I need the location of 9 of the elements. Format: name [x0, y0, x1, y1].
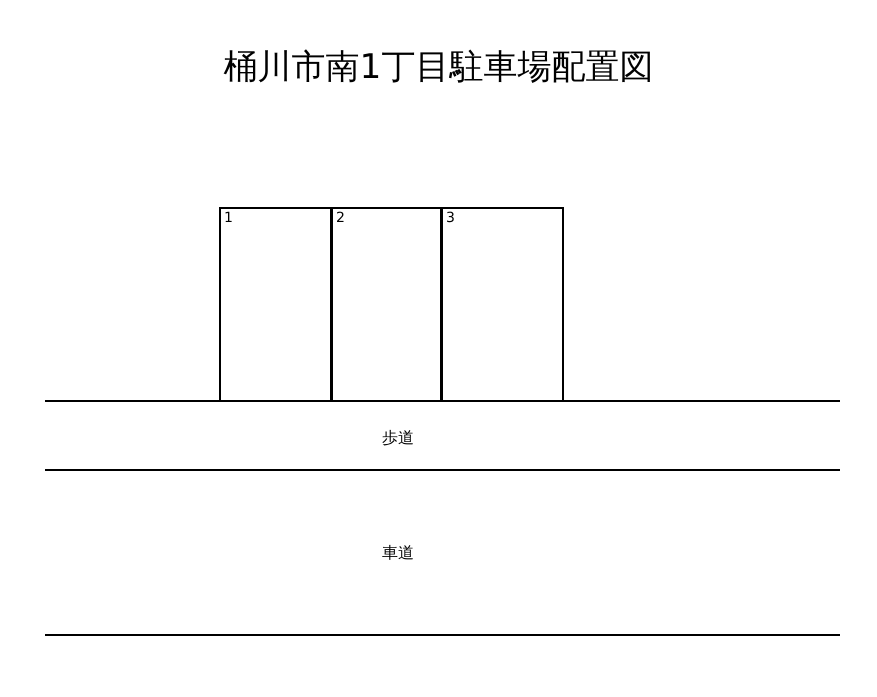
- space-number: 1: [224, 210, 233, 226]
- parking-space: [219, 207, 332, 402]
- area-label: 歩道: [382, 428, 414, 448]
- parking-space: [441, 207, 564, 402]
- parking-space: [331, 207, 442, 402]
- space-number: 2: [336, 210, 345, 226]
- area-label: 車道: [382, 543, 414, 563]
- space-number: 3: [446, 210, 455, 226]
- title: 桶川市南1丁目駐車場配置図: [224, 46, 654, 89]
